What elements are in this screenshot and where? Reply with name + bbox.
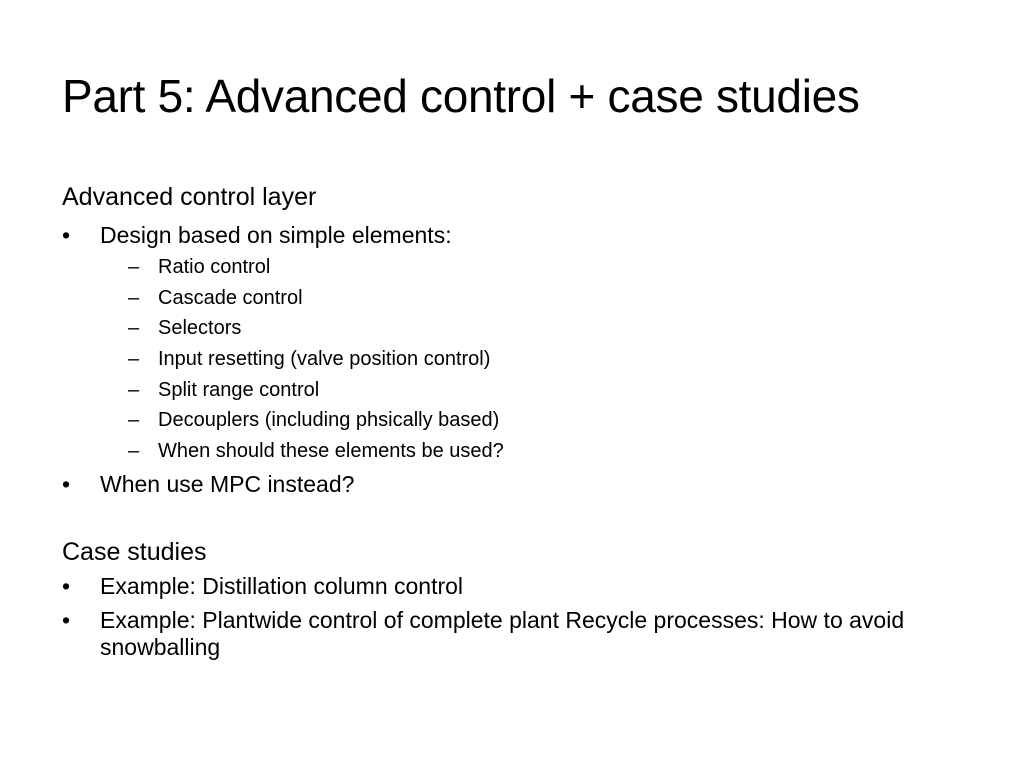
dash-icon: – [128,256,140,278]
sub-item-text: Selectors [158,317,242,339]
dash-icon: – [128,409,140,431]
sub-item-text: Ratio control [158,256,271,278]
bullet-text: Example: Distillation column control [100,573,464,599]
bullet-text: Design based on simple elements: [100,222,452,248]
sub-item-text: When should these elements be used? [158,440,504,462]
dash-icon: – [128,317,140,339]
section-heading-case-studies: Case studies [62,538,207,566]
slide-title: Part 5: Advanced control + case studies [62,70,860,122]
bullet-icon: • [62,471,71,497]
dash-icon: – [128,287,140,309]
dash-icon: – [128,348,140,370]
sub-item-text: Cascade control [158,287,303,309]
sub-item-text: Split range control [158,379,320,401]
bullet-text: When use MPC instead? [100,471,355,497]
dash-icon: – [128,379,140,401]
bullet-icon: • [62,607,71,633]
bullet-icon: • [62,573,71,599]
dash-icon: – [128,440,140,462]
bullet-text: Example: Plantwide control of complete p… [100,607,905,660]
sub-item-text: Decouplers (including phsically based) [158,409,500,431]
bullet-icon: • [62,222,71,248]
section-heading-advanced-control: Advanced control layer [62,183,317,211]
sub-item-text: Input resetting (valve position control) [158,348,491,370]
